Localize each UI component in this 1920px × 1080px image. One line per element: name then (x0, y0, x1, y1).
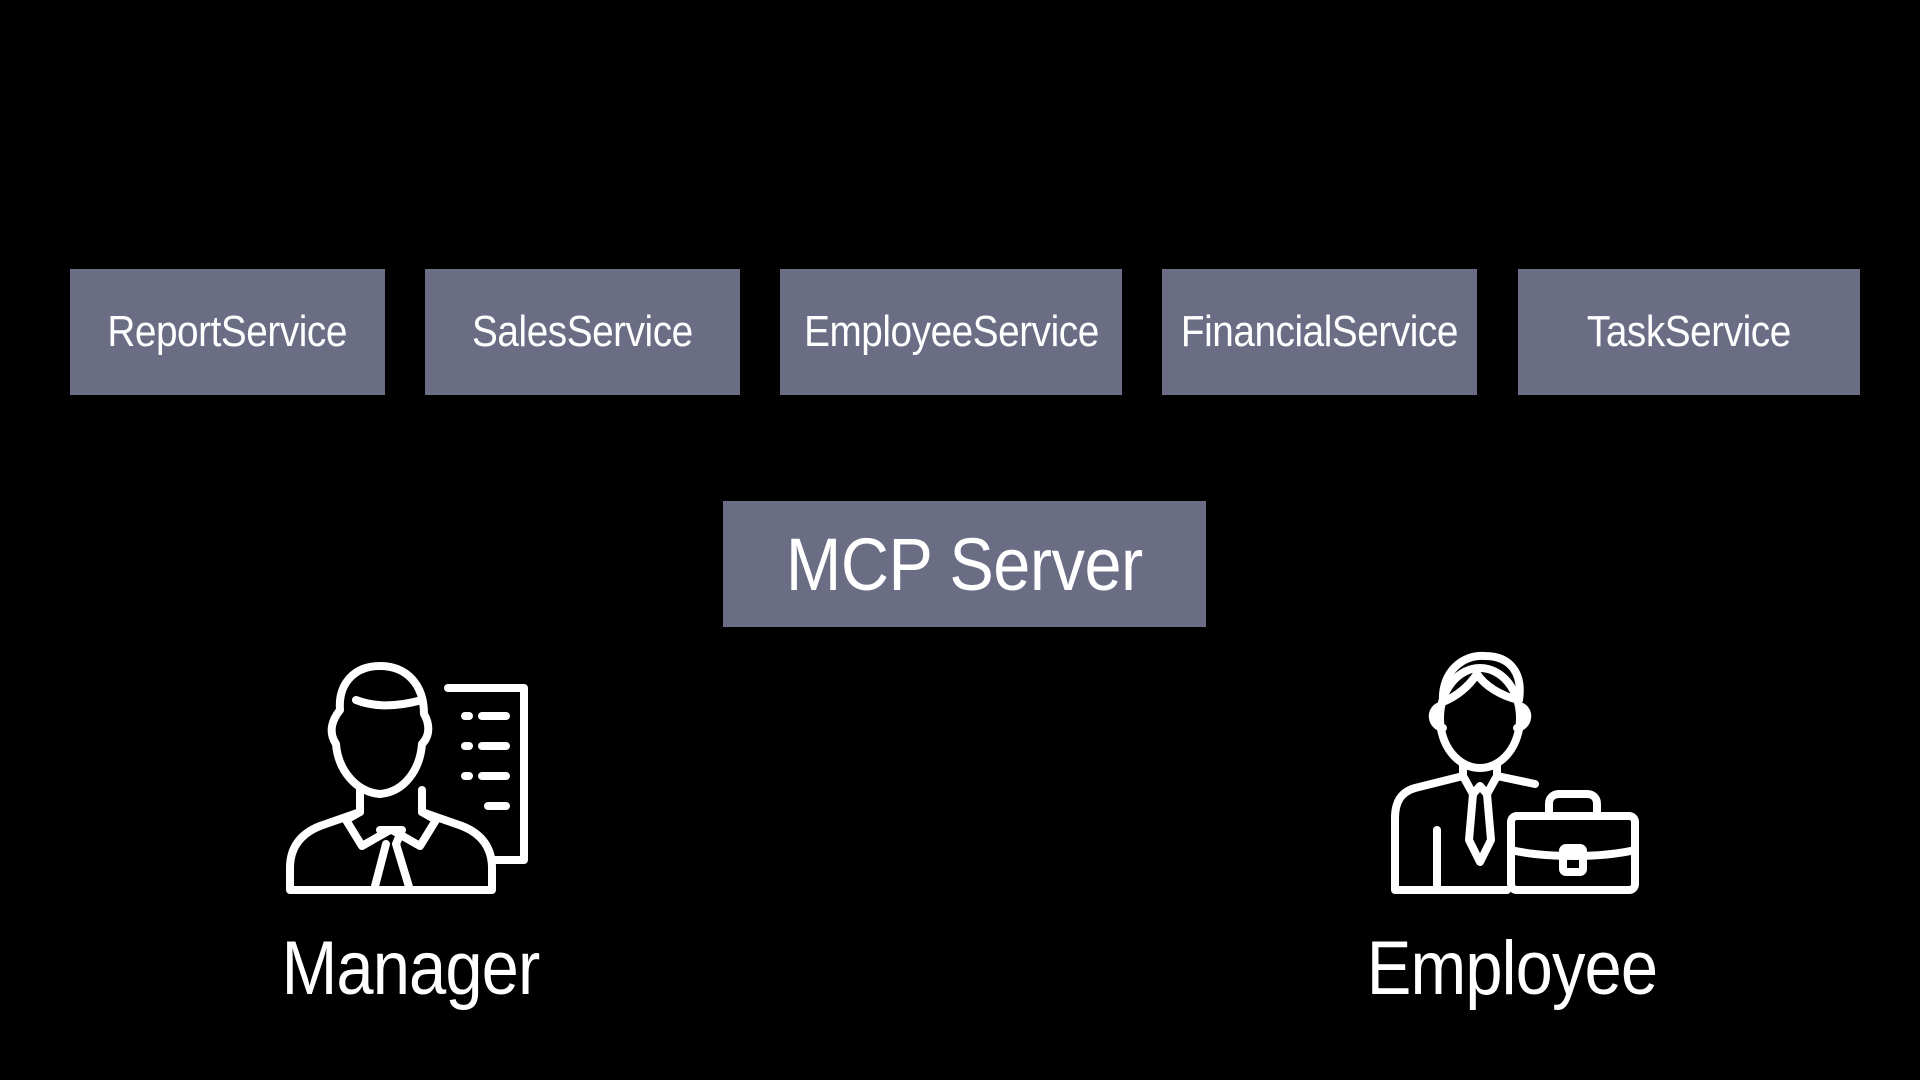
manager-label-text: Manager (281, 926, 540, 1011)
sales-service-box: SalesService (425, 269, 740, 395)
mcp-server-box: MCP Server (723, 501, 1206, 627)
manager-icon (286, 662, 528, 894)
financial-service-box: FinancialService (1162, 269, 1477, 395)
task-service-label: TaskService (1587, 307, 1791, 356)
report-service-box: ReportService (70, 269, 385, 395)
financial-service-label: FinancialService (1180, 307, 1459, 356)
task-service-box: TaskService (1518, 269, 1860, 395)
employee-service-box: EmployeeService (780, 269, 1122, 395)
employee-service-label: EmployeeService (803, 307, 1099, 356)
report-service-label: ReportService (107, 307, 348, 356)
employee-label: Employee (1312, 925, 1712, 1012)
sales-service-label: SalesService (472, 307, 693, 356)
manager-label: Manager (210, 925, 610, 1012)
employee-icon (1391, 651, 1639, 894)
mcp-server-label: MCP Server (786, 522, 1143, 606)
employee-label-text: Employee (1366, 926, 1658, 1011)
